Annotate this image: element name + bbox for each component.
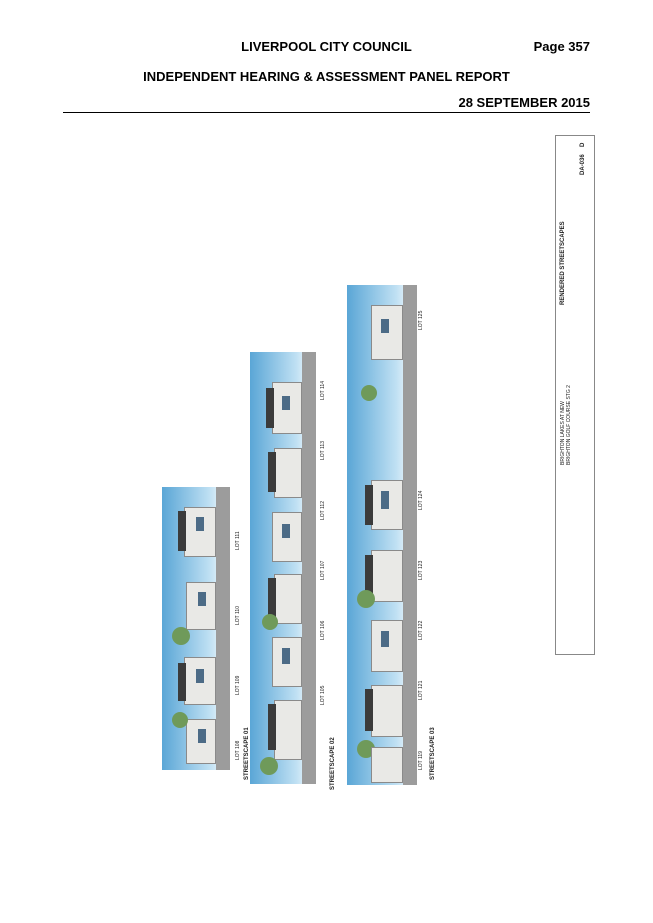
lot-label: LOT 114 — [320, 381, 326, 400]
lot-label: LOT 119 — [418, 751, 424, 770]
lot-label: LOT 111 — [235, 531, 241, 550]
lot-label: LOT 125 — [418, 310, 424, 330]
lot-label: LOT 113 — [320, 441, 326, 460]
header-rule — [63, 112, 590, 113]
lot-label: LOT 124 — [418, 490, 424, 510]
streetscape-03-label: STREETSCAPE 03 — [430, 727, 436, 780]
streetscape-02-label: STREETSCAPE 02 — [330, 737, 336, 790]
council-name: LIVERPOOL CITY COUNCIL — [241, 39, 412, 54]
streetscape-drawing: STREETSCAPE 01 LOT 111 LOT 110 LOT 109 L… — [160, 130, 600, 795]
lot-label: LOT 110 — [235, 606, 241, 625]
lot-label: LOT 108 — [235, 740, 241, 760]
lot-label: LOT 123 — [418, 560, 424, 580]
lot-label: LOT 109 — [235, 675, 241, 695]
lot-label: LOT 122 — [418, 620, 424, 640]
lot-label: LOT 107 — [320, 560, 326, 580]
streetscape-01-image — [162, 487, 230, 770]
page-number: Page 357 — [533, 39, 590, 54]
lot-label: LOT 106 — [320, 620, 326, 640]
streetscape-02-image — [250, 352, 316, 784]
sheet-title: RENDERED STREETSCAPES — [560, 221, 566, 305]
title-block — [555, 135, 595, 655]
streetscape-03-image — [347, 285, 417, 785]
lot-label: LOT 121 — [418, 680, 424, 700]
report-title: INDEPENDENT HEARING & ASSESSMENT PANEL R… — [143, 69, 510, 84]
lot-label: LOT 105 — [320, 685, 326, 705]
report-date: 28 SEPTEMBER 2015 — [458, 95, 590, 110]
lot-label: LOT 112 — [320, 501, 326, 520]
drawing-number: DA-036 — [580, 154, 586, 175]
revision: D — [580, 142, 586, 147]
project-name: BRIGHTON LAKES AT NEW BRIGHTON GOLF COUR… — [560, 385, 572, 465]
